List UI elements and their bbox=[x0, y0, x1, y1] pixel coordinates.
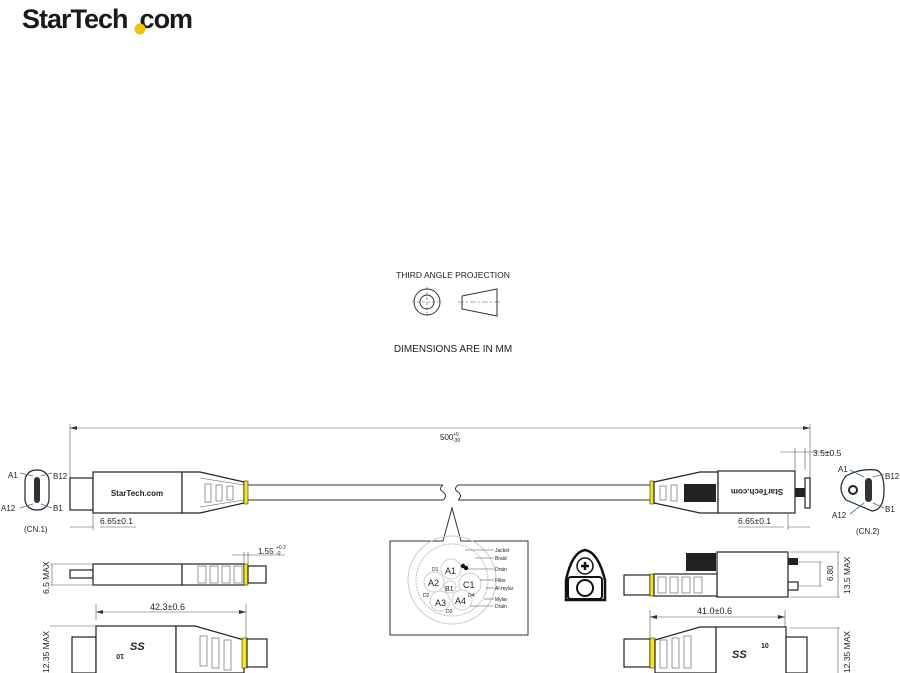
right-connector-side: 6.80 13.5 MAX bbox=[623, 551, 852, 598]
right-connector-end-view bbox=[564, 548, 607, 602]
svg-text:500: 500 bbox=[440, 433, 454, 442]
svg-text:A3: A3 bbox=[435, 598, 446, 608]
svg-text:StarTech.com: StarTech.com bbox=[111, 489, 163, 498]
svg-text:SS: SS bbox=[130, 641, 145, 653]
svg-text:A12: A12 bbox=[1, 504, 16, 513]
svg-text:B1: B1 bbox=[885, 505, 895, 514]
svg-text:StarTech.com: StarTech.com bbox=[731, 487, 783, 496]
svg-text:Jacket: Jacket bbox=[495, 548, 510, 554]
svg-text:6.65±0.1: 6.65±0.1 bbox=[100, 516, 133, 526]
cn2-face: A1 B12 A12 B1 (CN.2) bbox=[832, 465, 900, 536]
svg-text:12.35 MAX: 12.35 MAX bbox=[41, 631, 51, 673]
svg-text:+0: +0 bbox=[453, 432, 459, 438]
svg-text:A1: A1 bbox=[838, 465, 848, 474]
svg-text:SS: SS bbox=[732, 649, 747, 661]
svg-text:1.55: 1.55 bbox=[258, 547, 274, 556]
svg-text:D2: D2 bbox=[423, 593, 430, 599]
right-connector-bottom: 41.0±0.6 SS 10 12.35 MAX bbox=[623, 606, 852, 673]
left-connector-top: StarTech.com 6.65±0.1 bbox=[69, 471, 650, 530]
svg-text:-30: -30 bbox=[453, 438, 460, 444]
svg-text:A2: A2 bbox=[428, 578, 439, 588]
right-connector-top: StarTech.com 3.5±0.5 6.65±0.1 bbox=[649, 448, 842, 530]
cn1-face: A1 B12 A12 B1 (CN.1) bbox=[1, 469, 68, 534]
svg-text:10: 10 bbox=[761, 643, 769, 650]
svg-text:A1: A1 bbox=[8, 471, 18, 480]
svg-text:6.65±0.1: 6.65±0.1 bbox=[738, 516, 771, 526]
svg-text:13.5 MAX: 13.5 MAX bbox=[842, 556, 852, 594]
svg-text:42.3±0.6: 42.3±0.6 bbox=[150, 602, 185, 612]
logo-dot-icon bbox=[134, 23, 146, 35]
svg-text:Filler: Filler bbox=[495, 578, 506, 584]
svg-text:(CN.2): (CN.2) bbox=[856, 527, 880, 536]
cable-cross-section: A1 A2 B1 C1 A3 A4 D1 D2 D3 D4 Jacket Bra… bbox=[389, 506, 529, 636]
svg-text:Braid: Braid bbox=[495, 556, 507, 562]
svg-text:41.0±0.6: 41.0±0.6 bbox=[697, 606, 732, 616]
svg-text:+0.2: +0.2 bbox=[276, 545, 286, 551]
svg-text:Drain: Drain bbox=[495, 604, 507, 610]
svg-text:12.35 MAX: 12.35 MAX bbox=[842, 631, 852, 673]
svg-text:D1: D1 bbox=[432, 567, 439, 573]
dimensions-note: DIMENSIONS ARE IN MM bbox=[394, 344, 512, 355]
svg-text:B12: B12 bbox=[885, 472, 900, 481]
svg-text:6.80: 6.80 bbox=[826, 565, 835, 581]
svg-text:A1: A1 bbox=[445, 566, 456, 576]
svg-text:Mylar: Mylar bbox=[495, 597, 508, 603]
svg-text:B12: B12 bbox=[53, 472, 68, 481]
svg-text:Drain: Drain bbox=[495, 567, 507, 573]
svg-text:D3: D3 bbox=[446, 609, 453, 615]
svg-text:D4: D4 bbox=[468, 593, 475, 599]
svg-text:Al-mylar: Al-mylar bbox=[495, 586, 514, 592]
svg-text:C1: C1 bbox=[463, 580, 475, 590]
svg-text:B1: B1 bbox=[445, 586, 454, 593]
svg-text:3.5±0.5: 3.5±0.5 bbox=[813, 448, 842, 458]
svg-text:6.5 MAX: 6.5 MAX bbox=[41, 561, 51, 594]
left-connector-side: 6.5 MAX 1.55 +0.2 -0 bbox=[41, 545, 286, 594]
svg-text:A4: A4 bbox=[455, 596, 466, 606]
projection-title: THIRD ANGLE PROJECTION bbox=[396, 270, 510, 280]
svg-text:A12: A12 bbox=[832, 511, 847, 520]
overall-length-dimension: 500 +0 -30 bbox=[69, 424, 811, 490]
svg-text:-0: -0 bbox=[276, 551, 281, 557]
svg-text:(CN.1): (CN.1) bbox=[24, 525, 48, 534]
svg-text:B1: B1 bbox=[53, 504, 63, 513]
left-connector-bottom: 42.3±0.6 SS 10 12.35 MAX bbox=[41, 602, 268, 673]
third-angle-projection-icon bbox=[412, 287, 502, 317]
svg-text:10: 10 bbox=[116, 652, 124, 659]
